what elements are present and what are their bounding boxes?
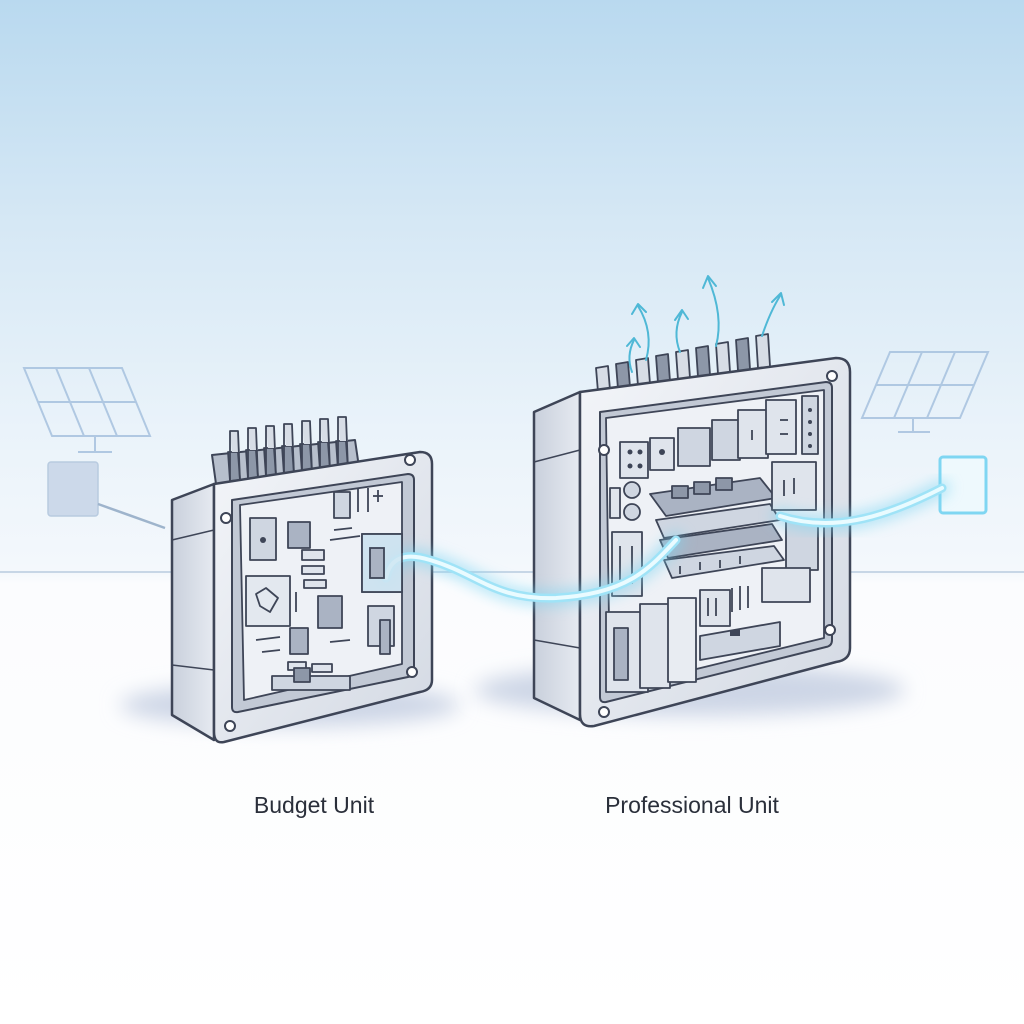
budget-unit-label: Budget Unit — [253, 792, 375, 818]
solar-panel-icon — [22, 367, 152, 453]
budget-connector — [361, 533, 403, 593]
cable-icon — [378, 480, 950, 607]
pro-board-components — [605, 395, 819, 693]
solar-panel-icon — [860, 351, 990, 433]
professional-unit-label: Professional Unit — [605, 792, 779, 818]
airflow-arrow-icon — [626, 275, 785, 373]
junction-box-icon — [47, 461, 166, 530]
professional-unit — [532, 275, 852, 728]
